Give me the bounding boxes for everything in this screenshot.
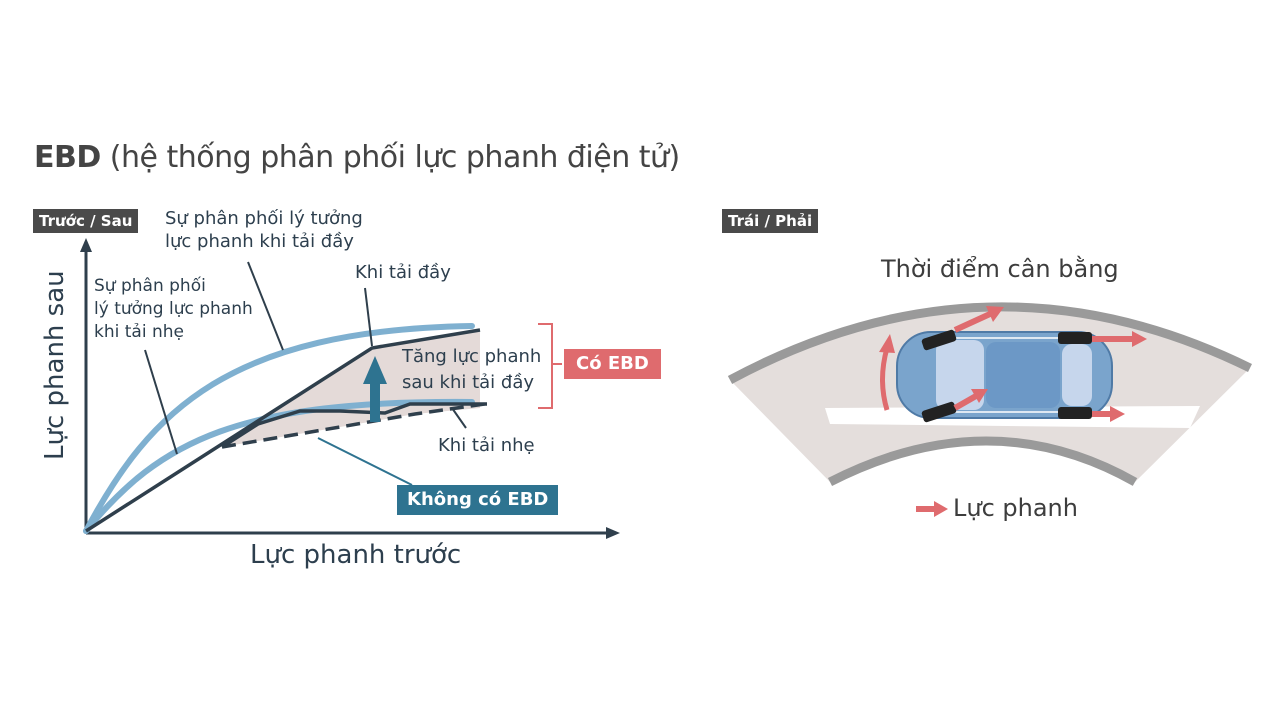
- label-ideal-full-load: Sự phân phối lý tưởng lực phanh khi tải …: [165, 208, 363, 252]
- increase-arrow-head: [363, 356, 387, 384]
- front-rear-tag: Trước / Sau: [33, 209, 139, 233]
- legend-arrow-head: [934, 501, 948, 517]
- road-inner-edge: [827, 436, 1138, 487]
- x-axis-arrow: [606, 527, 620, 539]
- balance-heading: Thời điểm cân bằng: [881, 255, 1119, 283]
- ebd-gain-area: [222, 330, 480, 447]
- pointer-ideal-light: [144, 349, 178, 455]
- pointer-without-ebd: [317, 437, 413, 486]
- left-right-tag: Trái / Phải: [722, 209, 819, 233]
- brake-force-arrows: [953, 306, 1147, 422]
- legend-brake-force: Lực phanh: [953, 494, 1078, 522]
- pointer-full-load: [364, 287, 373, 347]
- label-light-load: Khi tải nhẹ: [438, 435, 535, 456]
- pointer-ideal-full: [247, 261, 284, 351]
- with-ebd-bracket: [538, 323, 562, 409]
- yaw-arrow: [880, 347, 890, 411]
- y-axis-arrow: [80, 238, 92, 252]
- without-ebd-badge: Không có EBD: [397, 485, 559, 515]
- x-axis-label: Lực phanh trước: [250, 540, 462, 570]
- label-full-load: Khi tải đầy: [355, 262, 451, 283]
- label-increase-rear-force: Tăng lực phanh sau khi tải đầy: [402, 346, 542, 393]
- page-title: EBD (hệ thống phân phối lực phanh điện t…: [34, 140, 680, 175]
- ebd-line-light-load: [221, 402, 487, 449]
- yaw-arrow-head: [879, 334, 895, 353]
- with-ebd-badge: Có EBD: [564, 349, 661, 379]
- label-ideal-light-load: Sự phân phối lý tưởng lực phanh khi tải …: [94, 276, 253, 342]
- ebd-line-full-load: [85, 328, 481, 533]
- car-top-view: [896, 329, 1113, 423]
- ideal-curve-light-load: [83, 398, 475, 534]
- pointer-light-load: [451, 407, 467, 429]
- ideal-curve-full-load: [83, 323, 475, 534]
